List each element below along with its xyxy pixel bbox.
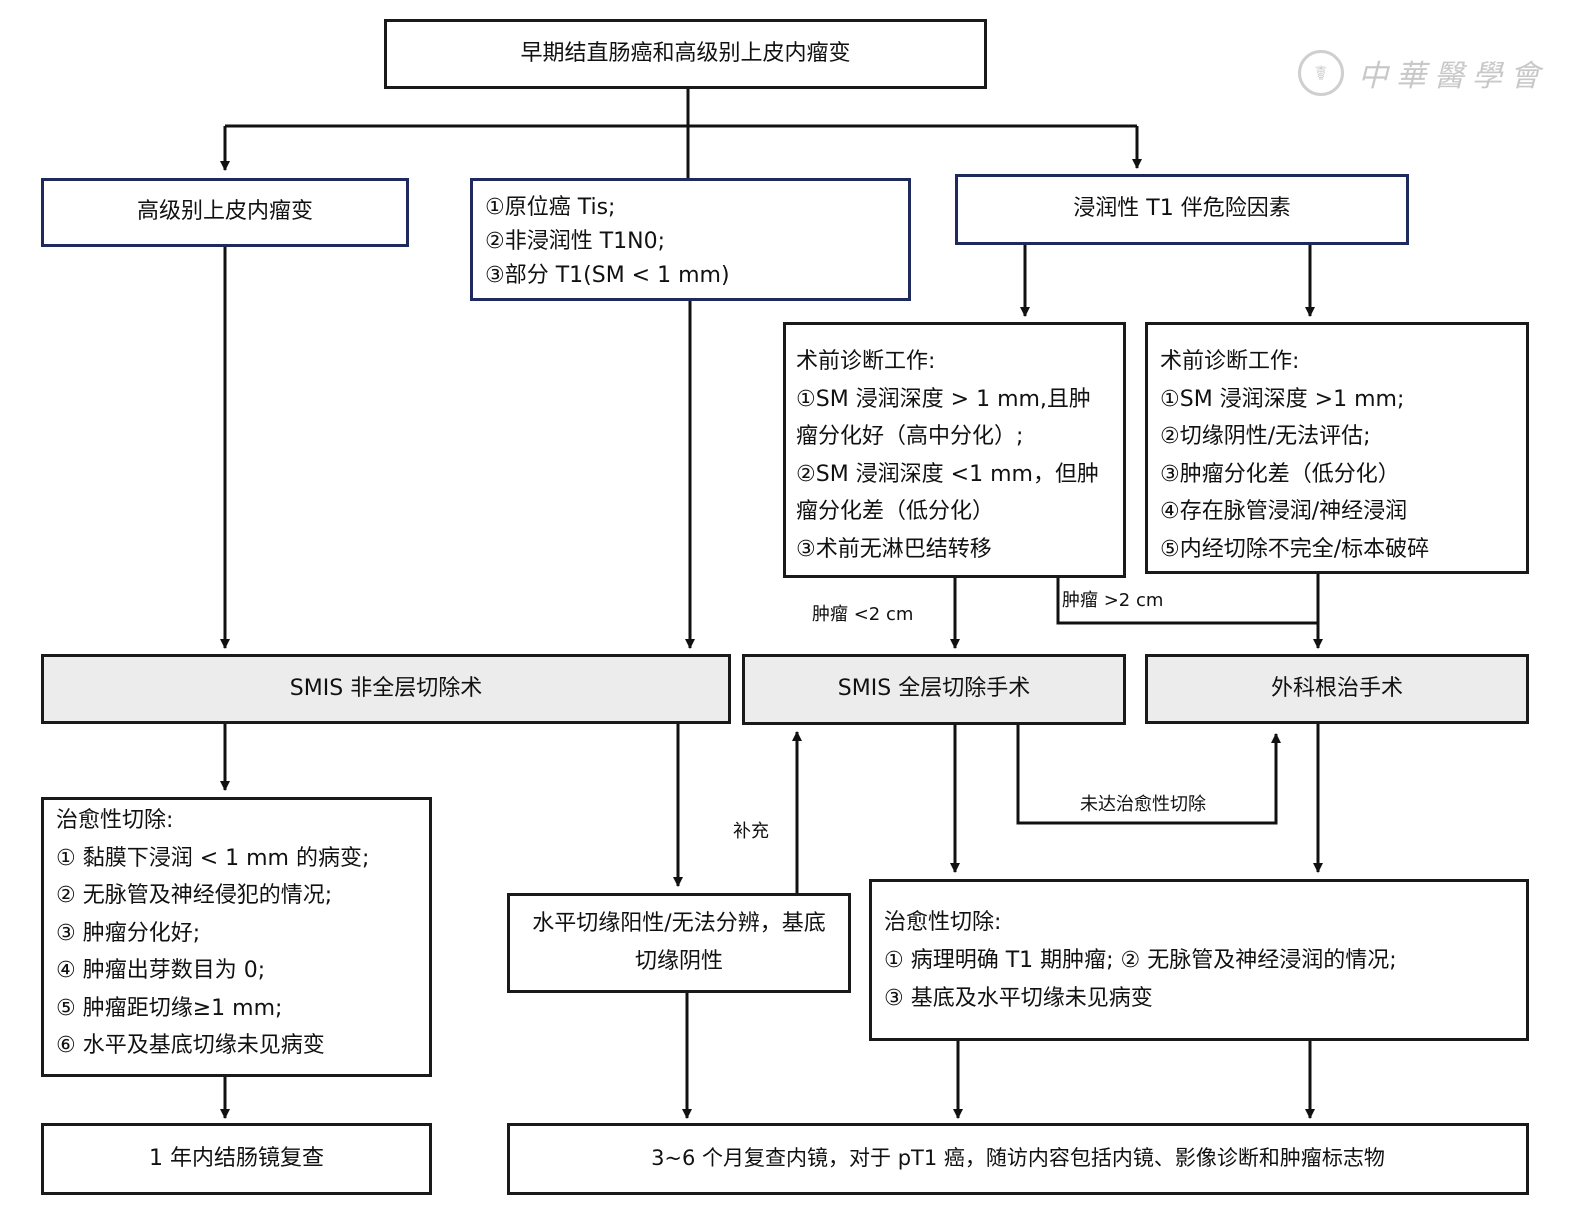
node-curative-right-line: ① 病理明确 T1 期肿瘤; ② 无脉管及神经浸润的情况; <box>884 948 1397 973</box>
node-curative-right: 治愈性切除: ① 病理明确 T1 期肿瘤; ② 无脉管及神经浸润的情况; ③ 基… <box>869 879 1529 1041</box>
node-preop-right-line: ①SM 浸润深度 >1 mm; <box>1160 386 1405 412</box>
node-preop-right: 术前诊断工作: ①SM 浸润深度 >1 mm; ②切缘阴性/无法评估; ③肿瘤分… <box>1145 322 1529 574</box>
node-preop-right-line: ⑤内经切除不完全/标本破碎 <box>1160 536 1430 562</box>
node-hgin: 高级别上皮内瘤变 <box>41 178 409 247</box>
node-curative-left-line: ① 黏膜下浸润 < 1 mm 的病变; <box>56 845 370 871</box>
node-margin-positive-line: 切缘阴性 <box>634 949 723 974</box>
node-tis-line: ①原位癌 Tis; <box>485 195 616 220</box>
node-curative-left-line: 治愈性切除: <box>56 808 174 833</box>
node-preop-right-line: ④存在脉管浸润/神经浸润 <box>1160 499 1408 524</box>
node-smis-full-label: SMIS 全层切除手术 <box>837 676 1031 702</box>
node-followup-1yr-label: 1 年内结肠镜复查 <box>149 1145 324 1171</box>
node-curative-left: 治愈性切除: ① 黏膜下浸润 < 1 mm 的病变; ② 无脉管及神经侵犯的情况… <box>41 797 432 1077</box>
node-curative-right-line: 治愈性切除: <box>884 910 1002 935</box>
node-preop-left-line: ①SM 浸润深度 > 1 mm,且肿 <box>796 386 1091 412</box>
node-preop-right-line: ②切缘阴性/无法评估; <box>1160 424 1371 449</box>
node-preop-left-line: 瘤分化差（低分化） <box>796 499 995 524</box>
edge-smis-full-not-curative <box>1016 724 1281 825</box>
watermark-text: 中華醫學會 <box>1358 59 1548 94</box>
node-curative-left-line: ⑥ 水平及基底切缘未见病变 <box>56 1033 325 1058</box>
node-tis: ①原位癌 Tis; ②非浸润性 T1N0; ③部分 T1(SM < 1 mm) <box>470 178 911 301</box>
edge-label-supplement: 补充 <box>733 821 769 842</box>
node-root-label: 早期结直肠癌和高级别上皮内瘤变 <box>520 40 851 66</box>
node-t1-risk-label: 浸润性 T1 伴危险因素 <box>1073 196 1291 222</box>
node-curative-right-line: ③ 基底及水平切缘未见病变 <box>884 986 1153 1011</box>
node-preop-left-line: ②SM 浸润深度 <1 mm，但肿 <box>796 461 1099 487</box>
node-root: 早期结直肠癌和高级别上皮内瘤变 <box>384 19 987 89</box>
node-surgery-label: 外科根治手术 <box>1270 675 1403 701</box>
node-tis-line: ③部分 T1(SM < 1 mm) <box>485 263 730 288</box>
edge-label-not-curative: 未达治愈性切除 <box>1080 794 1206 815</box>
node-preop-right-line: ③肿瘤分化差（低分化） <box>1160 461 1400 487</box>
node-hgin-label: 高级别上皮内瘤变 <box>136 199 313 225</box>
node-curative-left-line: ⑤ 肿瘤距切缘≥1 mm; <box>56 995 283 1021</box>
edge-label-tumor-small: 肿瘤 <2 cm <box>812 604 914 625</box>
edge-preop-left-to-surgery <box>1056 577 1318 625</box>
node-preop-left-line: ③术前无淋巴结转移 <box>796 536 992 562</box>
node-curative-left-line: ② 无脉管及神经侵犯的情况; <box>56 883 333 908</box>
medical-association-seal-icon: ☤ <box>1298 50 1344 96</box>
node-surgery: 外科根治手术 <box>1145 654 1529 724</box>
edge-label-tumor-large: 肿瘤 >2 cm <box>1062 590 1164 611</box>
node-followup-3to6: 3~6 个月复查内镜，对于 pT1 癌，随访内容包括内镜、影像诊断和肿瘤标志物 <box>507 1123 1529 1195</box>
watermark: ☤ 中華醫學會 <box>1298 50 1548 96</box>
node-t1-risk: 浸润性 T1 伴危险因素 <box>955 174 1409 245</box>
node-followup-1yr: 1 年内结肠镜复查 <box>41 1123 432 1195</box>
node-preop-left-line: 术前诊断工作: <box>796 349 936 374</box>
node-preop-right-line: 术前诊断工作: <box>1160 349 1300 374</box>
node-margin-positive: 水平切缘阳性/无法分辨，基底 切缘阴性 <box>507 893 851 993</box>
node-tis-line: ②非浸润性 T1N0; <box>485 229 666 254</box>
node-smis-partial-label: SMIS 非全层切除术 <box>289 675 483 701</box>
node-followup-3to6-label: 3~6 个月复查内镜，对于 pT1 癌，随访内容包括内镜、影像诊断和肿瘤标志物 <box>651 1146 1385 1171</box>
node-smis-partial: SMIS 非全层切除术 <box>41 654 731 724</box>
node-margin-positive-line: 水平切缘阳性/无法分辨，基底 <box>532 911 826 936</box>
node-preop-left: 术前诊断工作: ①SM 浸润深度 > 1 mm,且肿 瘤分化好（高中分化）; ②… <box>783 322 1126 578</box>
node-curative-left-line: ③ 肿瘤分化好; <box>56 920 201 946</box>
node-curative-left-line: ④ 肿瘤出芽数目为 0; <box>56 958 266 983</box>
node-smis-full: SMIS 全层切除手术 <box>742 654 1126 725</box>
node-preop-left-line: 瘤分化好（高中分化）; <box>796 424 1024 449</box>
